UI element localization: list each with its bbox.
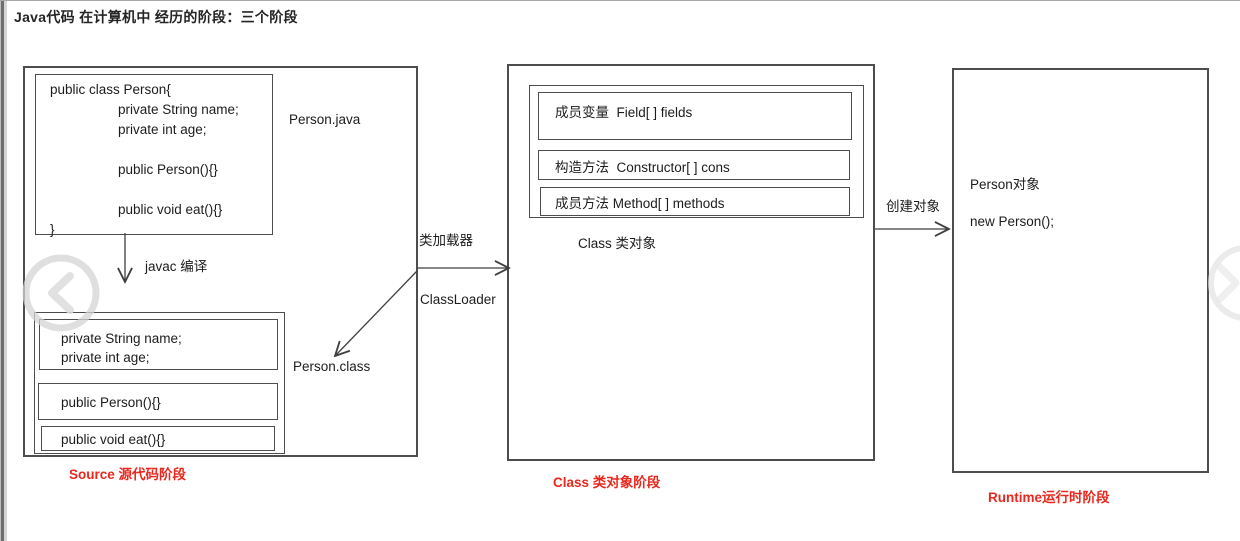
classloader-label-zh: 类加载器 [419,233,473,248]
next-chevron-icon [1216,263,1240,303]
fields-member-label: 成员变量 Field[ ] fields [555,105,693,120]
person-object-label: Person对象 [970,177,1040,192]
class-object-label: Class 类对象 [578,236,657,251]
classloader-label-en: ClassLoader [420,292,496,307]
methods-member-box: 成员方法 Method[ ] methods [540,187,850,216]
class-file-field-line: private String name; [61,331,182,346]
runtime-stage-box: Person对象 new Person(); [952,68,1209,473]
class-stage-label: Class 类对象阶段 [553,475,661,490]
page-title: Java代码 在计算机中 经历的阶段：三个阶段 [14,9,298,25]
person-class-label: Person.class [293,359,371,374]
code-line: } [50,222,55,237]
methods-member-label: 成员方法 Method[ ] methods [555,196,725,211]
code-line: public class Person{ [50,82,171,97]
code-line: private int age; [118,122,207,137]
next-button[interactable] [1206,243,1240,329]
prev-button-ring [22,254,100,332]
person-java-code-box: public class Person{ private String name… [35,74,273,237]
person-class-file-box: private String name; private int age; pu… [34,312,285,454]
class-file-constructor-line: public Person(){} [61,395,161,410]
source-stage-box: public class Person{ private String name… [23,66,418,457]
constructor-member-box: 构造方法 Constructor[ ] cons [538,150,850,180]
person-java-label: Person.java [289,112,361,127]
class-file-fields-box: private String name; private int age; [39,319,278,370]
constructor-member-label: 构造方法 Constructor[ ] cons [555,160,730,175]
class-file-method-line: public void eat(){} [61,432,166,447]
class-object-members-box: 成员变量 Field[ ] fields 构造方法 Constructor[ ]… [529,85,864,218]
prev-chevron-icon [48,272,74,314]
source-stage-label: Source 源代码阶段 [69,467,187,482]
new-person-code: new Person(); [970,214,1055,229]
left-edge-bar [0,0,7,541]
create-object-label: 创建对象 [886,199,940,214]
code-line: public void eat(){} [118,202,223,217]
code-line: public Person(){} [118,162,218,177]
prev-button[interactable] [18,250,104,336]
class-file-constructor-box: public Person(){} [38,383,278,420]
top-border-line [0,0,1240,1]
class-file-method-box: public void eat(){} [41,426,275,451]
class-file-field-line: private int age; [61,350,150,365]
code-line: private String name; [118,102,239,117]
fields-member-box: 成员变量 Field[ ] fields [538,92,852,140]
next-button-ring [1208,245,1240,321]
class-stage-box: 成员变量 Field[ ] fields 构造方法 Constructor[ ]… [507,64,875,461]
runtime-stage-label: Runtime运行时阶段 [988,490,1110,505]
javac-compile-label: javac 编译 [145,259,208,274]
